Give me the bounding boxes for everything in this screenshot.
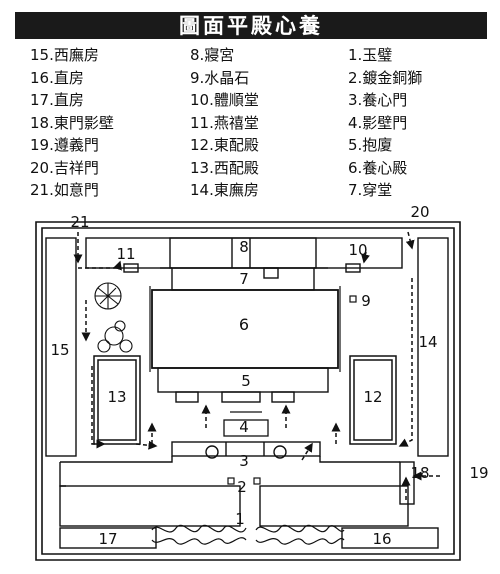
label-2: 2 [237,478,247,496]
label-18: 18 [410,464,429,482]
legend-item: 5.抱廈 [348,136,393,154]
legend-item: 15.西廡房 [30,46,99,64]
legend-item: 3.養心門 [348,91,408,109]
label-16: 16 [372,530,391,548]
legend-item: 14.東廡房 [190,181,259,199]
label-19: 19 [469,464,488,482]
legend-column-3: 1.玉璧 2.鍍金銅獅 3.養心門 4.影壁門 5.抱廈 6.養心殿 7.穿堂 [348,44,422,202]
label-13: 13 [107,388,126,406]
label-14: 14 [418,333,437,351]
diagram-title: 圖面平殿心養 [179,13,323,38]
south-court-walls [59,456,415,527]
legend-item: 17.直房 [30,91,84,109]
gate-3 [171,441,321,459]
gilded-lions [227,477,261,485]
porch-5 [157,367,329,403]
label-3: 3 [239,452,249,470]
legend-item: 1.玉璧 [348,46,393,64]
label-12: 12 [363,388,382,406]
legend-item: 18.東門影壁 [30,113,114,132]
legend-item: 7.穿堂 [348,181,393,199]
legend-item: 11.燕禧堂 [190,113,259,132]
legend-item: 6.養心殿 [348,158,408,177]
label-8: 8 [239,238,249,256]
label-5: 5 [241,372,251,390]
crystal-stone [349,295,357,303]
legend-column-1: 15.西廡房 16.直房 17.直房 18.東門影壁 19.遵義門 20.吉祥門… [30,44,114,202]
jade-screen [151,524,345,545]
legend-item: 13.西配殿 [190,158,259,177]
legend-item: 2.鍍金銅獅 [348,68,423,87]
label-7: 7 [239,270,249,288]
outer-wall [35,221,461,561]
legend-item: 16.直房 [30,68,84,87]
label-15: 15 [50,341,69,359]
tree-cluster [94,282,133,353]
label-21: 21 [70,213,89,231]
screen-gate-4 [223,411,269,437]
plan-labels: 1 2 3 4 5 6 7 8 9 10 11 12 13 14 15 16 1… [50,203,488,548]
legend-item: 10.體順堂 [190,91,259,109]
legend-column-2: 8.寢宮 9.水晶石 10.體順堂 11.燕禧堂 12.東配殿 13.西配殿 1… [190,44,259,202]
legend-item: 19.遵義門 [30,136,99,154]
label-17: 17 [98,530,117,548]
label-10: 10 [348,241,367,259]
label-1: 1 [235,510,245,528]
label-6: 6 [239,315,249,334]
side-ranges [45,237,449,457]
label-11: 11 [116,245,135,263]
legend-item: 12.東配殿 [190,136,259,154]
legend-item: 9.水晶石 [190,68,250,87]
legend-item: 8.寢宮 [190,46,235,64]
label-4: 4 [239,418,249,436]
route-paths [73,231,440,500]
side-halls [93,355,397,445]
legend-item: 20.吉祥門 [30,158,99,177]
legend-item: 21.如意門 [30,181,99,199]
label-9: 9 [361,292,371,310]
label-20: 20 [410,203,429,221]
legend-item: 4.影壁門 [348,113,408,132]
title-bar: 圖面平殿心養 [15,12,487,39]
